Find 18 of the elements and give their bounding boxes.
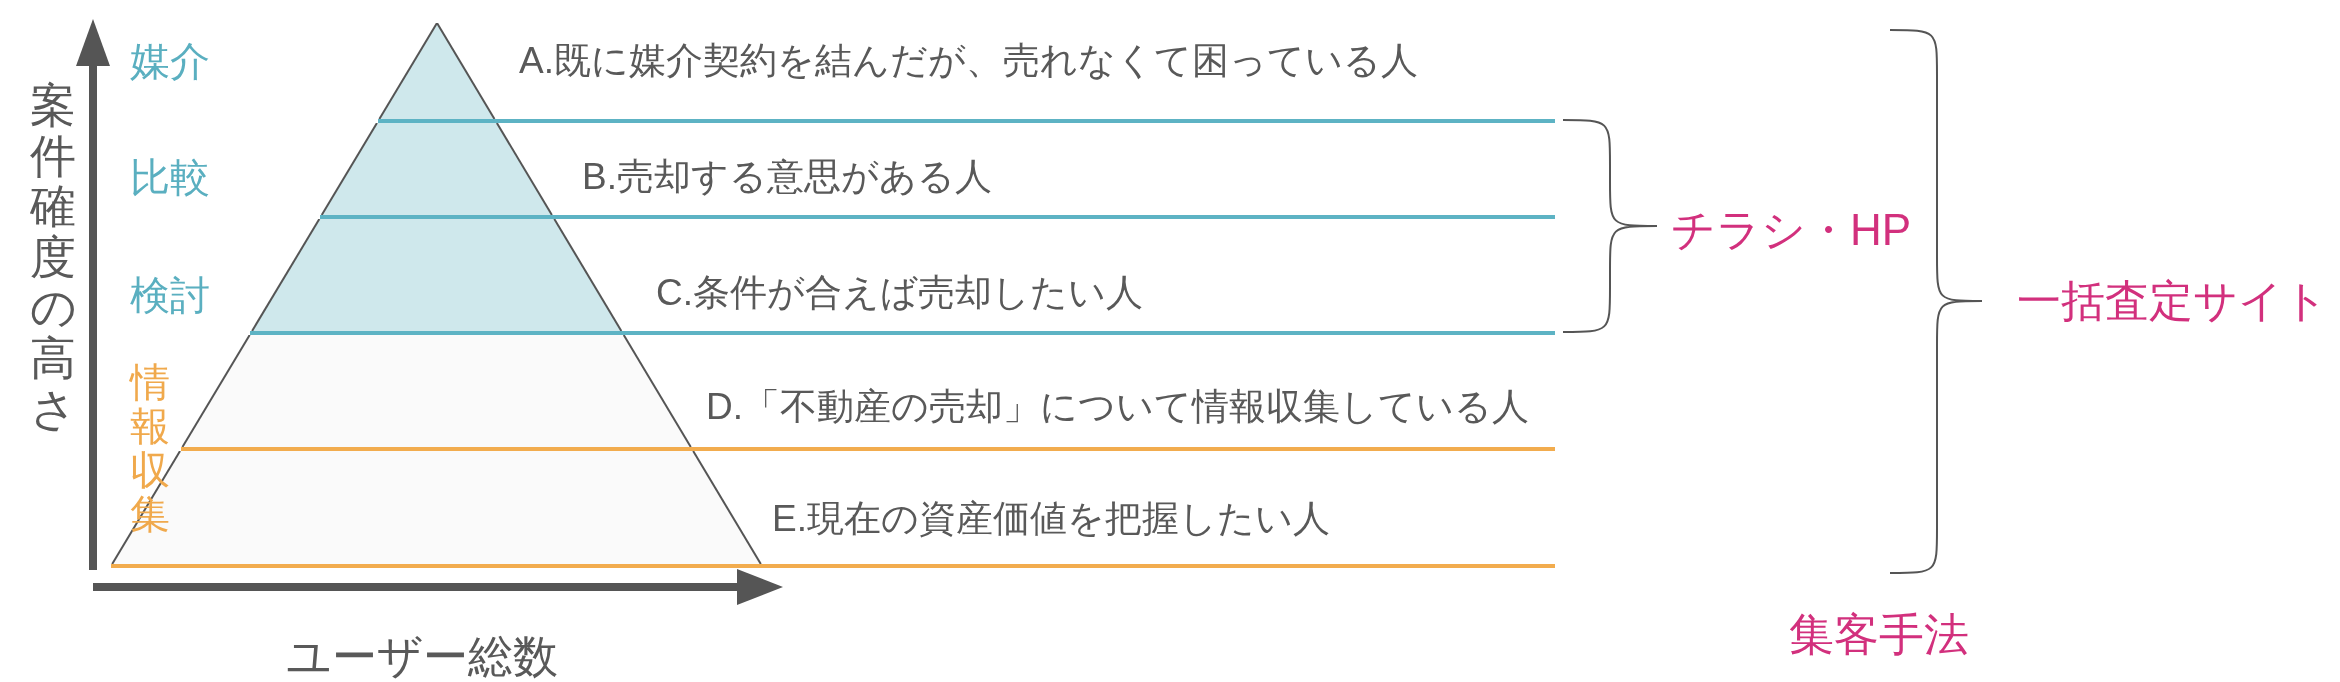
x-axis-title: ユーザー総数 xyxy=(286,633,558,679)
pyramid-tier-row xyxy=(250,219,1555,335)
stage-label: 比較 xyxy=(130,157,210,197)
pyramid-tier-row xyxy=(181,335,1555,451)
stage-label: 媒介 xyxy=(130,41,210,81)
column-heading: 集客手法 xyxy=(1789,611,1969,657)
tier-description: B.売却する意思がある人 xyxy=(582,158,992,195)
channel-label: チラシ・HP xyxy=(1671,208,1912,252)
pyramid-tier-row xyxy=(378,23,1555,123)
pyramid-tier-row xyxy=(111,451,1555,568)
tier-description: E.現在の資産価値を把握したい人 xyxy=(772,500,1330,537)
channel-label: 一括査定サイト xyxy=(2017,279,2328,323)
stage-label: 検討 xyxy=(130,275,210,315)
tier-description: C.条件が合えば売却したい人 xyxy=(656,274,1143,311)
y-axis-title: 案件確度の高さ xyxy=(30,80,76,435)
pyramid-tier-row xyxy=(320,123,1555,219)
tier-description: D.「不動産の売却」について情報収集している人 xyxy=(706,388,1529,425)
tier-description: A.既に媒介契約を結んだが、売れなくて困っている人 xyxy=(519,42,1418,79)
